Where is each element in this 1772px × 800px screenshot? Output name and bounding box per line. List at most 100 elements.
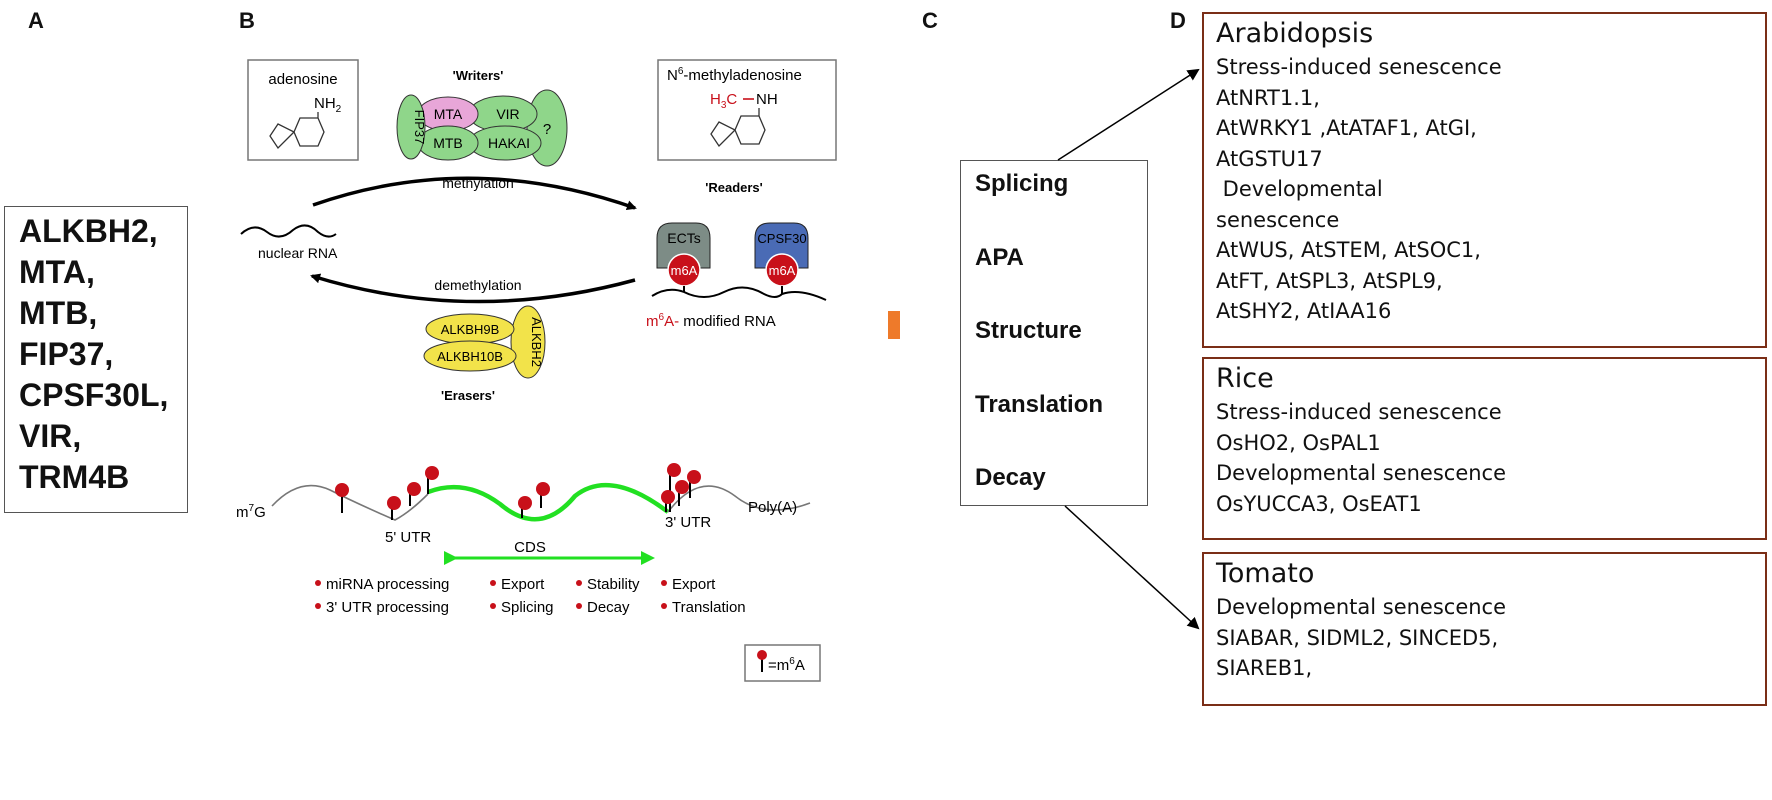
- gene-line: SIABAR, SIDML2, SINCED5,: [1216, 625, 1499, 650]
- nuclear-rna-label: nuclear RNA: [258, 245, 338, 261]
- panel-label-a: A: [28, 8, 44, 33]
- gene-line: senescence: [1216, 207, 1340, 232]
- fip37-protein: [396, 94, 426, 160]
- demethylation-label: demethylation: [434, 277, 521, 293]
- m6a-function-list: miRNA processing 3' UTR processing Expor…: [315, 576, 746, 616]
- process-item: Structure: [975, 317, 1082, 344]
- mrna-strand-3prime: [667, 485, 811, 513]
- cap-label: m7G: [236, 503, 266, 521]
- methylation-arrow: [312, 176, 637, 211]
- function-export-2: Export: [672, 576, 716, 593]
- arrow-to-tomato: [1064, 505, 1200, 630]
- hakai-label: HAKAI: [488, 135, 530, 151]
- nh2-text: NH: [314, 95, 336, 112]
- m6a-pathway-diagram: adenosine NH2 N6-methyladenosine H3C NH …: [236, 59, 900, 682]
- modified-rna-strand: [651, 286, 827, 301]
- gene-line: AtNRT1.1,: [1216, 85, 1320, 110]
- m6a-pin: [536, 482, 550, 508]
- cap-sup: 7: [249, 503, 255, 514]
- gene-item: ALKBH2,: [19, 213, 158, 249]
- function-mirna-processing: miRNA processing: [326, 576, 449, 593]
- modified-rna-label: m6A- modified RNA: [646, 312, 776, 330]
- function-translation: Translation: [672, 599, 746, 616]
- function-splicing: Splicing: [501, 599, 554, 616]
- methyl-c: C: [726, 91, 737, 108]
- gene-line: Developmental senescence: [1216, 595, 1507, 619]
- cpsf30-label: CPSF30: [757, 231, 806, 246]
- species-name: Rice: [1216, 363, 1274, 394]
- m6a-title-rest: -methyladenosine: [683, 67, 801, 84]
- legend-eq: =m: [768, 657, 789, 674]
- process-item: Translation: [975, 390, 1104, 418]
- adenosine-box: [247, 59, 359, 161]
- gene-line: Developmental senescence: [1216, 461, 1507, 485]
- modified-rna-a: A-: [664, 313, 679, 330]
- species-box-arabidopsis: Arabidopsis Stress-induced senescence At…: [1202, 12, 1767, 348]
- m6a-pin: [387, 496, 401, 520]
- ects-label: ECTs: [667, 230, 700, 246]
- m6a-legend-label: =m6A: [768, 656, 805, 674]
- alkbh10b-protein: [423, 340, 517, 372]
- gene-item: MTA,: [19, 254, 95, 290]
- gene-item: TRM4B: [19, 459, 130, 495]
- function-3utr-processing: 3' UTR processing: [326, 599, 449, 616]
- methyl-sub: 3: [721, 100, 727, 111]
- process-item: Splicing: [975, 170, 1069, 197]
- adenosine-label: adenosine: [268, 71, 337, 88]
- nh-label: NH: [756, 91, 778, 108]
- process-item: Decay: [975, 464, 1046, 491]
- gene-item: CPSF30L,: [19, 377, 169, 413]
- utr3-label: 3' UTR: [665, 514, 711, 531]
- alkbh2-label: ALKBH2: [529, 317, 544, 367]
- m6a-title-sup: 6: [678, 66, 684, 77]
- gene-line: Stress-induced senescence: [1216, 400, 1502, 424]
- m6a-molecule-title: N6-methyladenosine: [667, 66, 802, 84]
- species-box-tomato: Tomato Developmental senescence SIABAR, …: [1202, 552, 1767, 706]
- demethylation-arrow: [310, 273, 636, 304]
- modified-rna-sup: 6: [659, 312, 665, 323]
- panel-label-c: C: [922, 8, 938, 33]
- nuclear-rna-strand: [240, 224, 337, 238]
- function-export: Export: [501, 576, 545, 593]
- cds-label: CDS: [514, 539, 546, 556]
- mrna-strand: [271, 484, 429, 521]
- species-box-rice: Rice Stress-induced senescence OsHO2, Os…: [1202, 357, 1767, 540]
- alkbh2-protein: [510, 305, 546, 379]
- cap-m: m: [236, 504, 249, 521]
- m6a-legend-box: [744, 644, 821, 682]
- process-item: APA: [975, 243, 1024, 271]
- cpsf30-reader: [754, 222, 809, 269]
- m6a-cpsf30-label: m6A: [769, 263, 796, 278]
- methyl-h: H: [710, 91, 721, 108]
- modified-rna-rest: modified RNA: [679, 313, 776, 330]
- gene-list-box: ALKBH2, MTA, MTB, FIP37, CPSF30L, VIR, T…: [4, 206, 188, 513]
- nh2-subscript: 2: [336, 104, 342, 115]
- m6a-pin: [518, 496, 532, 518]
- gene-line: Stress-induced senescence: [1216, 55, 1502, 79]
- gene-item: VIR,: [19, 418, 82, 454]
- m6a-pin: [687, 470, 701, 498]
- rna-process-box: Splicing APA Structure Translation Decay: [960, 160, 1148, 506]
- cap-g: G: [254, 504, 266, 521]
- m6a-pin: [425, 466, 439, 494]
- polya-label: Poly(A): [748, 499, 797, 516]
- methylation-label: methylation: [442, 175, 514, 191]
- m6a-title-n: N: [667, 67, 678, 84]
- m6a-pin-icon: [757, 650, 767, 672]
- m6a-pin: [335, 483, 349, 513]
- panel-label-b: B: [239, 8, 255, 33]
- modified-rna-m: m: [646, 313, 659, 330]
- adenine-ring-icon: [269, 112, 325, 150]
- readers-label: 'Readers': [705, 180, 763, 195]
- gene-line: Developmental: [1216, 177, 1383, 201]
- fip37-label: FIP37: [412, 110, 427, 145]
- function-stability: Stability: [587, 576, 640, 593]
- writers-label: 'Writers': [453, 68, 504, 83]
- legend-a: A: [795, 657, 805, 674]
- gene-line: AtGSTU17: [1216, 146, 1323, 171]
- m6a-pins: [335, 463, 701, 520]
- vir-label: VIR: [496, 106, 519, 122]
- m6a-ects-label: m6A: [671, 263, 698, 278]
- legend-sup: 6: [789, 656, 795, 667]
- m6a-pin: [661, 490, 675, 512]
